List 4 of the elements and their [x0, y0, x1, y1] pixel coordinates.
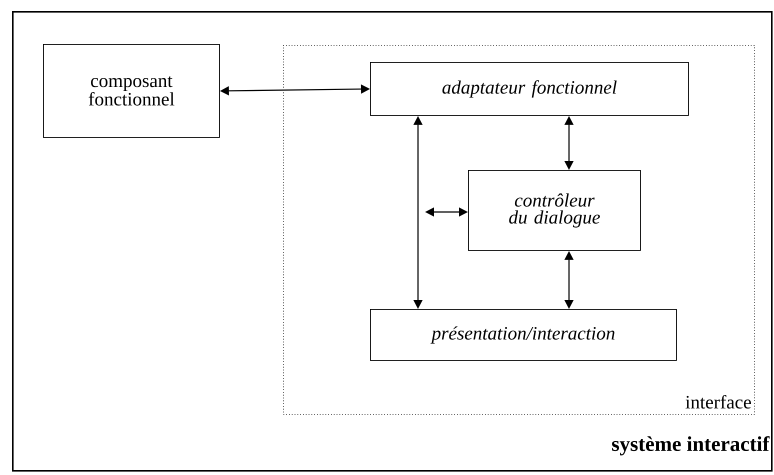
component-box: composant fonctionnel	[43, 44, 220, 138]
component-box: présentation/interaction	[370, 309, 677, 361]
component-box: adaptateur fonctionnel	[370, 62, 689, 116]
component-box: contrôleur du dialogue	[468, 170, 641, 251]
